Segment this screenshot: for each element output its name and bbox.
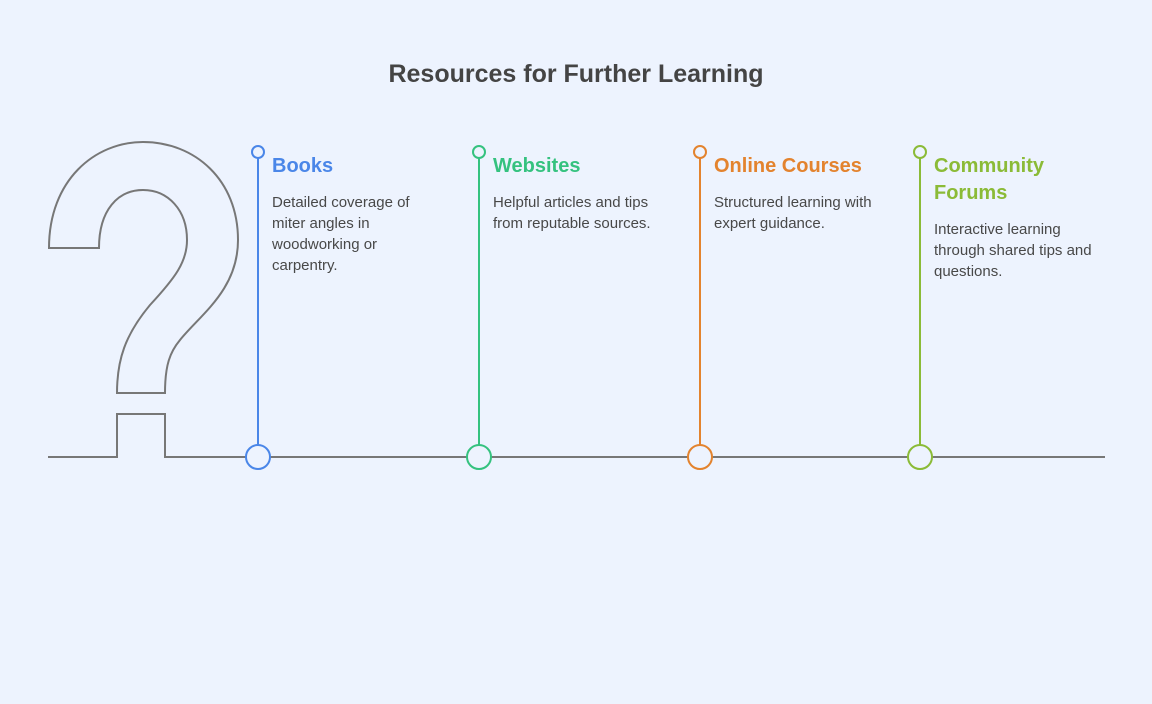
marker-node [245, 444, 271, 470]
marker-top-dot [693, 145, 707, 159]
resource-title: Online Courses [714, 155, 862, 177]
marker-node [466, 444, 492, 470]
marker-top-dot [472, 145, 486, 159]
resource-title: Community Forums [934, 155, 1044, 204]
resource-title: Books [272, 155, 334, 177]
resource-title: Websites [493, 155, 581, 177]
marker-top-dot [913, 145, 927, 159]
timeline-baseline [48, 413, 1105, 458]
marker-node [687, 444, 713, 470]
marker-node [907, 444, 933, 470]
resource-description: Interactive learning through shared tips… [934, 221, 1092, 280]
question-mark-icon [47, 140, 240, 394]
resource-description: Detailed coverage of miter angles in woo… [272, 194, 410, 274]
resource-description: Helpful articles and tips from reputable… [493, 194, 651, 232]
diagram-title: Resources for Further Learning [388, 60, 764, 88]
marker-top-dot [251, 145, 265, 159]
resource-description: Structured learning with expert guidance… [714, 194, 872, 232]
